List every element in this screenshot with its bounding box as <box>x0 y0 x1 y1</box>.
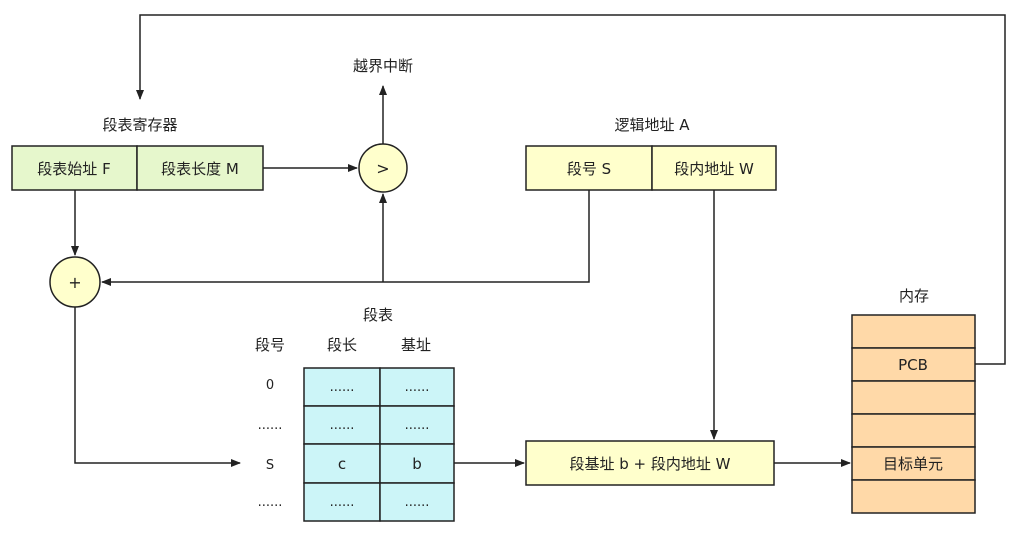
row-base: ...... <box>405 418 430 433</box>
segment-table-header-seg-no: 段号 <box>255 336 285 354</box>
row-length: ...... <box>330 380 355 395</box>
row-base: ...... <box>405 380 430 395</box>
row-base: b <box>412 455 422 473</box>
row-seg-no: ...... <box>258 418 283 433</box>
memory-cell <box>851 479 976 514</box>
row-length-cell <box>303 405 381 445</box>
memory-cell <box>851 314 976 349</box>
segment-table-row: ...... ...... ...... <box>258 405 455 445</box>
row-seg-no: 0 <box>266 378 274 393</box>
row-length-cell <box>303 443 381 484</box>
connector-lines <box>71 14 1006 467</box>
row-base-cell <box>379 482 455 522</box>
segment-table-header-base: 基址 <box>401 336 431 354</box>
segment-table-base-label: 段表始址 F <box>37 160 110 178</box>
row-seg-no: ...... <box>258 495 283 510</box>
comparator-node <box>358 143 408 193</box>
memory-column: PCB 目标单元 <box>851 314 976 514</box>
memory-cell-label: 目标单元 <box>883 455 943 473</box>
row-seg-no: S <box>266 458 274 473</box>
segment-offset-label: 段内地址 W <box>674 160 754 178</box>
row-length: ...... <box>330 495 355 510</box>
edge-segno-to-adder <box>101 190 590 286</box>
segment-table-row: ...... ...... ...... <box>258 482 455 522</box>
adder-symbol: + <box>68 273 81 292</box>
memory-title: 内存 <box>899 287 929 305</box>
memory-cell <box>851 380 976 415</box>
segment-table-header-seg-len: 段长 <box>327 336 357 354</box>
physical-address-label: 段基址 b + 段内地址 W <box>570 455 731 473</box>
memory-cell-target <box>851 446 976 481</box>
row-length: ...... <box>330 418 355 433</box>
logical-address-title: 逻辑地址 A <box>614 116 690 134</box>
row-base: ...... <box>405 495 430 510</box>
memory-cell <box>851 413 976 448</box>
segment-table-length-cell <box>136 145 264 191</box>
segment-register-title: 段表寄存器 <box>102 116 177 134</box>
segment-table-length-label: 段表长度 M <box>161 160 239 178</box>
edge-pcb-to-register <box>136 14 1006 365</box>
memory-cell-pcb <box>851 347 976 382</box>
row-base-cell <box>379 443 455 484</box>
row-length: c <box>338 455 346 473</box>
segment-table-row: S c b <box>266 443 455 484</box>
segment-table-title: 段表 <box>363 306 393 324</box>
segment-offset-cell <box>651 145 777 191</box>
comparator-symbol: > <box>376 159 389 178</box>
segment-table-row: 0 ...... ...... <box>266 367 455 407</box>
row-base-cell <box>379 367 455 407</box>
edge-adder-to-table-row <box>74 307 241 467</box>
overflow-interrupt-label: 越界中断 <box>353 57 413 75</box>
row-length-cell <box>303 482 381 522</box>
memory-cell-label: PCB <box>898 356 928 374</box>
segment-number-label: 段号 S <box>567 160 611 178</box>
physical-address-box <box>525 440 775 486</box>
segment-number-cell <box>525 145 653 191</box>
row-length-cell <box>303 367 381 407</box>
adder-node <box>49 256 101 308</box>
